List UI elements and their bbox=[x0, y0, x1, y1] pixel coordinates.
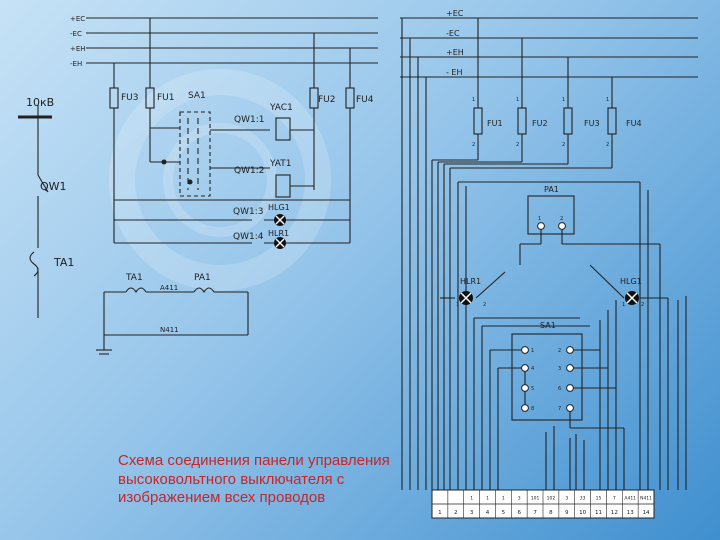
right-lamp-hlg1 bbox=[625, 291, 639, 305]
terminal-number: 7 bbox=[533, 510, 537, 516]
terminal-top-label: 7 bbox=[613, 496, 616, 502]
right-switch-label: SA1 bbox=[540, 321, 556, 330]
sa1-left-pin-2: 4 bbox=[531, 366, 534, 372]
sa1-left-pin-3: 5 bbox=[531, 386, 534, 392]
contact-label-3: QW1:3 bbox=[233, 207, 263, 217]
terminal-top-label: A411 bbox=[624, 496, 636, 502]
left-bus-3: +ЕН bbox=[70, 45, 86, 53]
right-lamp-hlr1 bbox=[459, 291, 473, 305]
fuse-top-pin-4: 1 bbox=[606, 97, 609, 103]
sa1-right-pin-4: 7 bbox=[558, 406, 561, 412]
fuse-label-2: FU1 bbox=[157, 93, 175, 103]
terminal-top-label: 101 bbox=[531, 496, 540, 502]
right-bus-2: -ЕС bbox=[446, 29, 460, 38]
terminal-number: 2 bbox=[454, 510, 458, 516]
terminal-top-label: 33 bbox=[580, 496, 586, 502]
left-bus-1: +ЕС bbox=[70, 15, 85, 23]
diagram-caption: Схема соединения панели управления высок… bbox=[118, 452, 390, 506]
contact-label-4: QW1:4 bbox=[233, 232, 264, 242]
fuse-bottom-pin-2: 2 bbox=[516, 142, 519, 148]
lamp-pin-1: 1 bbox=[456, 302, 459, 308]
right-fuse-label-2: FU2 bbox=[532, 119, 548, 128]
breaker-label: QW1 bbox=[40, 180, 67, 193]
terminal-top-label: 15 bbox=[596, 496, 602, 502]
terminal-number: 12 bbox=[611, 510, 618, 516]
terminal-number: 3 bbox=[470, 510, 474, 516]
right-bus-1: +ЕС bbox=[446, 9, 464, 18]
lamp-pin-2: 2 bbox=[483, 302, 486, 308]
terminal-number: 9 bbox=[565, 510, 569, 516]
terminal-number: 6 bbox=[517, 510, 521, 516]
terminal-number: 4 bbox=[486, 510, 490, 516]
right-fuse-label-4: FU4 bbox=[626, 119, 642, 128]
terminal-number: 13 bbox=[627, 510, 634, 516]
sa1-right-pin-3: 6 bbox=[558, 386, 561, 392]
terminal-number: 5 bbox=[502, 510, 506, 516]
terminal-top-label: 3 bbox=[565, 496, 568, 502]
contact-label-1: QW1:1 bbox=[234, 115, 264, 125]
fuse-bottom-pin-1: 2 bbox=[472, 142, 475, 148]
fuse-top-pin-3: 1 bbox=[562, 97, 565, 103]
fuse-label-4: FU4 bbox=[356, 95, 374, 105]
sa1-terminals bbox=[521, 346, 574, 412]
fuse-top-pin-1: 1 bbox=[472, 97, 475, 103]
terminal-top-label: 1 bbox=[470, 496, 473, 502]
contact-label-2: QW1:2 bbox=[234, 166, 264, 176]
terminal-top-label: 1 bbox=[502, 496, 505, 502]
fuse-top-pin-2: 1 bbox=[516, 97, 519, 103]
voltage-label: 10кВ bbox=[26, 96, 54, 109]
terminal-number: 8 bbox=[549, 510, 553, 516]
left-schematic bbox=[18, 17, 378, 355]
meter-ct-label: TA1 bbox=[125, 273, 143, 283]
right-fuse-label-3: FU3 bbox=[584, 119, 600, 128]
fuse-bottom-pin-3: 2 bbox=[562, 142, 565, 148]
meter-pin-label-2: 2 bbox=[560, 216, 563, 222]
coil-label-1: YAC1 bbox=[269, 103, 293, 113]
meter-pin-1 bbox=[537, 222, 545, 230]
sa1-left-pin-1: 1 bbox=[531, 348, 534, 354]
terminal-number: 11 bbox=[595, 510, 602, 516]
sa1-left-pin-4: 8 bbox=[531, 406, 534, 412]
terminal-number: 10 bbox=[579, 510, 586, 516]
terminal-number: 1 bbox=[438, 510, 442, 516]
left-lamp-hlr1 bbox=[274, 237, 286, 249]
terminal-top-label: 1 bbox=[486, 496, 489, 502]
right-bus-4: - ЕН bbox=[446, 68, 463, 77]
right-lamp-green-label: HLG1 bbox=[620, 277, 642, 286]
fuse-label-1: FU3 bbox=[121, 93, 139, 103]
wire-label-2: N411 bbox=[160, 326, 179, 334]
wire-label-1: A411 bbox=[160, 284, 178, 292]
right-lamp-red-label: HLR1 bbox=[460, 277, 481, 286]
switch-label: SA1 bbox=[188, 91, 206, 101]
meter-label: PA1 bbox=[194, 273, 211, 283]
right-schematic bbox=[400, 17, 698, 490]
lamp-pin-3: 1 bbox=[622, 302, 625, 308]
terminal-top-label: N411 bbox=[640, 496, 652, 502]
terminal-top-label: 3 bbox=[518, 496, 521, 502]
left-lamp-hlg1 bbox=[274, 214, 286, 226]
sa1-right-pin-2: 3 bbox=[558, 366, 561, 372]
ct-label: TA1 bbox=[53, 256, 74, 269]
fuse-label-3: FU2 bbox=[318, 95, 336, 105]
sa1-right-pin-1: 2 bbox=[558, 348, 561, 354]
terminal-top-label: 102 bbox=[547, 496, 556, 502]
meter-pin-label-1: 1 bbox=[538, 216, 541, 222]
right-fuse-label-1: FU1 bbox=[487, 119, 503, 128]
left-bus-4: -ЕН bbox=[70, 60, 82, 68]
coil-label-2: YAT1 bbox=[269, 159, 291, 169]
terminal-number: 14 bbox=[643, 510, 650, 516]
lamp-label-1: HLG1 bbox=[268, 203, 290, 212]
fuse-bottom-pin-4: 2 bbox=[606, 142, 609, 148]
meter-pin-2 bbox=[558, 222, 566, 230]
left-bus-2: -ЕС bbox=[70, 30, 82, 38]
right-bus-3: +ЕН bbox=[446, 48, 464, 57]
gear-watermark bbox=[109, 69, 331, 291]
right-meter-label: PA1 bbox=[544, 185, 559, 194]
lamp-label-2: HLR1 bbox=[268, 229, 289, 238]
lamp-pin-4: 2 bbox=[641, 302, 644, 308]
